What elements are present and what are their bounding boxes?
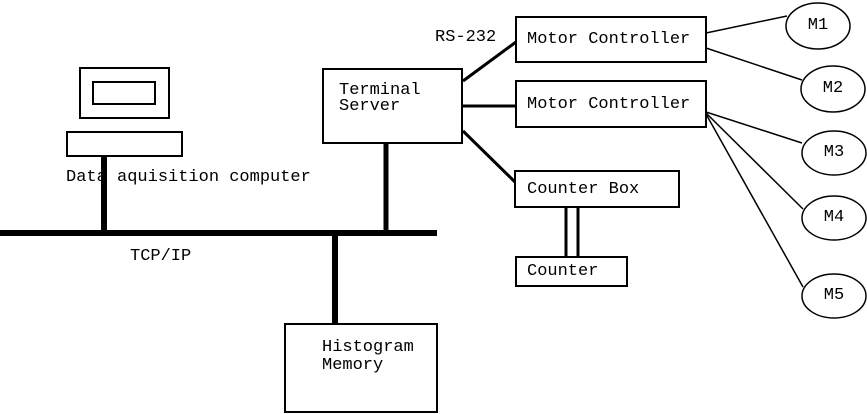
- motor-m3-label: M3: [823, 143, 845, 162]
- motor-m2-label: M2: [822, 79, 844, 98]
- motor-m2-ellipse: [800, 65, 866, 113]
- ts-to-mc1-link: [462, 40, 517, 83]
- terminal-server-label-line1: Terminal: [339, 81, 421, 100]
- motor-m1-ellipse: [785, 2, 851, 50]
- motor-controller-1-label: Motor Controller: [527, 30, 691, 49]
- motor-m1-label: M1: [807, 16, 829, 35]
- motor-m5-label: M5: [823, 286, 845, 305]
- computer-keyboard-icon: [66, 131, 183, 157]
- motor-controller-1-node: Motor Controller: [515, 16, 707, 63]
- histogram-memory-node: Histogram Memory: [284, 323, 438, 413]
- mc2-to-m5-lead: [705, 113, 804, 288]
- mc2-to-m3-lead: [705, 111, 803, 144]
- motor-m4-label: M4: [823, 208, 845, 227]
- mc1-to-m1-lead: [705, 15, 788, 34]
- motor-m3-ellipse: [801, 130, 867, 176]
- mc1-to-m2-lead: [705, 47, 803, 81]
- histogram-memory-label-line1: Histogram: [322, 338, 414, 357]
- counter-box-label: Counter Box: [527, 179, 640, 199]
- computer-caption-label: Data aquisition computer: [66, 168, 311, 187]
- motor-m4-ellipse: [801, 195, 867, 241]
- terminal-server-node: Terminal Server: [322, 68, 463, 144]
- computer-screen-icon: [92, 81, 156, 105]
- mc2-to-m4-lead: [705, 112, 804, 210]
- motor-controller-2-label: Motor Controller: [527, 94, 691, 114]
- counter-node: Counter: [515, 256, 628, 287]
- counter-label: Counter: [527, 262, 599, 281]
- terminal-server-label-line2: Server: [339, 97, 401, 116]
- motor-controller-2-node: Motor Controller: [515, 80, 707, 128]
- tcpip-bus-label: TCP/IP: [130, 247, 192, 266]
- motor-m5-ellipse: [801, 273, 867, 319]
- rs232-link-label: RS-232: [435, 28, 497, 47]
- counter-box-node: Counter Box: [514, 170, 680, 208]
- ts-to-counterbox-link: [461, 129, 517, 184]
- histogram-memory-label-line2: Memory: [322, 356, 384, 375]
